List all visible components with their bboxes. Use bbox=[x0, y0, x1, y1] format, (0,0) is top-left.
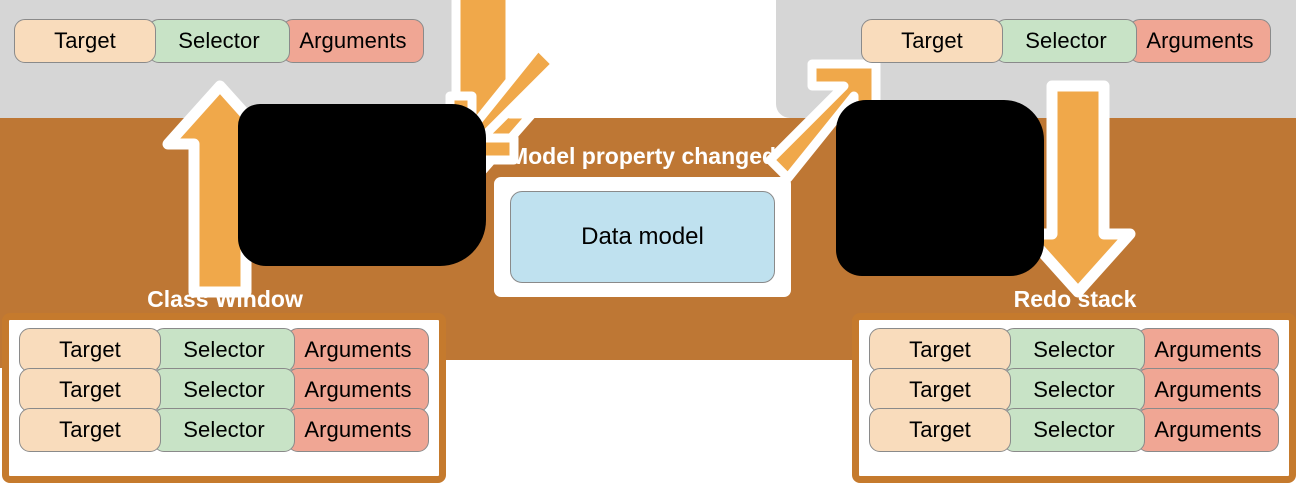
redaction-left bbox=[238, 104, 486, 266]
data-model-panel: Data model bbox=[494, 177, 791, 297]
pill-target[interactable]: Target bbox=[869, 408, 1011, 452]
pill-target[interactable]: Target bbox=[19, 328, 161, 372]
pill-selector[interactable]: Selector bbox=[153, 408, 295, 452]
top-right-command-row: Target Selector Arguments bbox=[861, 19, 1271, 63]
pill-selector[interactable]: Selector bbox=[153, 368, 295, 412]
redo-stack-down-arrow bbox=[1020, 80, 1136, 298]
table-row[interactable]: Target Selector Arguments bbox=[869, 368, 1279, 412]
pill-arguments[interactable]: Arguments bbox=[1137, 368, 1279, 412]
data-model-box[interactable]: Data model bbox=[510, 191, 775, 283]
pill-selector[interactable]: Selector bbox=[995, 19, 1137, 63]
pill-arguments[interactable]: Arguments bbox=[1137, 408, 1279, 452]
pill-target[interactable]: Target bbox=[869, 328, 1011, 372]
pill-target[interactable]: Target bbox=[19, 368, 161, 412]
table-row[interactable]: Target Selector Arguments bbox=[19, 328, 429, 372]
table-row[interactable]: Target Selector Arguments bbox=[869, 328, 1279, 372]
pill-arguments[interactable]: Arguments bbox=[1137, 328, 1279, 372]
pill-selector[interactable]: Selector bbox=[148, 19, 290, 63]
table-row[interactable]: Target Selector Arguments bbox=[19, 368, 429, 412]
redo-stack-panel: Target Selector Arguments Target Selecto… bbox=[852, 313, 1296, 483]
pill-selector[interactable]: Selector bbox=[153, 328, 295, 372]
model-property-changed-label: Model property changed bbox=[508, 143, 777, 169]
pill-arguments[interactable]: Arguments bbox=[287, 328, 429, 372]
table-row[interactable]: Target Selector Arguments bbox=[869, 408, 1279, 452]
pill-arguments[interactable]: Arguments bbox=[287, 408, 429, 452]
pill-target[interactable]: Target bbox=[869, 368, 1011, 412]
class-window-stack-panel: Target Selector Arguments Target Selecto… bbox=[2, 313, 446, 483]
pill-target[interactable]: Target bbox=[861, 19, 1003, 63]
pill-arguments[interactable]: Arguments bbox=[287, 368, 429, 412]
top-left-command-row: Target Selector Arguments bbox=[14, 19, 424, 63]
pill-selector[interactable]: Selector bbox=[1003, 368, 1145, 412]
pill-target[interactable]: Target bbox=[19, 408, 161, 452]
pill-selector[interactable]: Selector bbox=[1003, 408, 1145, 452]
redaction-right bbox=[836, 100, 1044, 276]
pill-arguments[interactable]: Arguments bbox=[1129, 19, 1271, 63]
pill-target[interactable]: Target bbox=[14, 19, 156, 63]
pill-arguments[interactable]: Arguments bbox=[282, 19, 424, 63]
table-row[interactable]: Target Selector Arguments bbox=[19, 408, 429, 452]
pill-selector[interactable]: Selector bbox=[1003, 328, 1145, 372]
